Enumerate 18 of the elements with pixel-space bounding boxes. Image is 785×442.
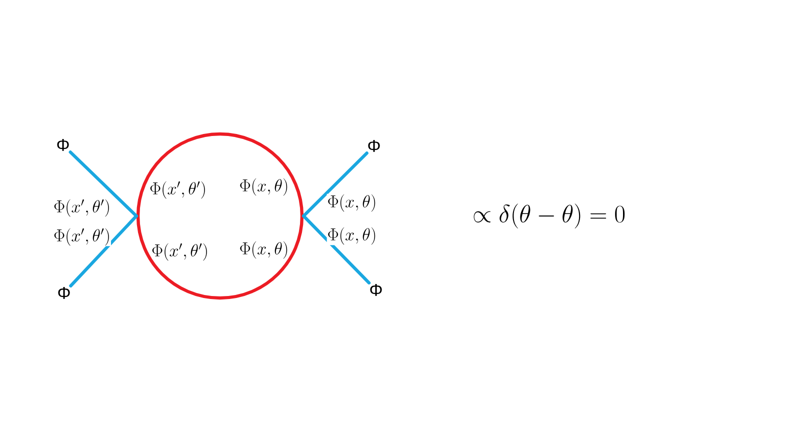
line (68, 150, 138, 218)
field-symbol: Φ (58, 287, 70, 299)
line (302, 152, 368, 218)
edge-label: $\Phi(x,\theta)$ (326, 194, 378, 212)
edge-label: $\Phi(x,\theta)$ (326, 226, 378, 246)
field-symbol: Φ (368, 140, 380, 152)
line (302, 214, 371, 284)
loop-circle (136, 132, 304, 300)
edge-label: $\Phi(x',\theta')$ (53, 198, 111, 218)
field-label: $\Phi(x',\theta')$ (152, 243, 207, 261)
line (69, 214, 138, 288)
field-label: $\Phi(x,\theta)$ (240, 178, 288, 196)
field-symbol: Φ (57, 139, 69, 151)
field-label: $\Phi(x',\theta')$ (150, 181, 205, 199)
equation: $\propto \delta(\theta - \theta) = 0$ (474, 204, 625, 228)
field-label: $\Phi(x,\theta)$ (240, 241, 288, 259)
edge-label: $\Phi(x',\theta')$ (53, 228, 111, 246)
field-symbol: Φ (370, 284, 382, 296)
